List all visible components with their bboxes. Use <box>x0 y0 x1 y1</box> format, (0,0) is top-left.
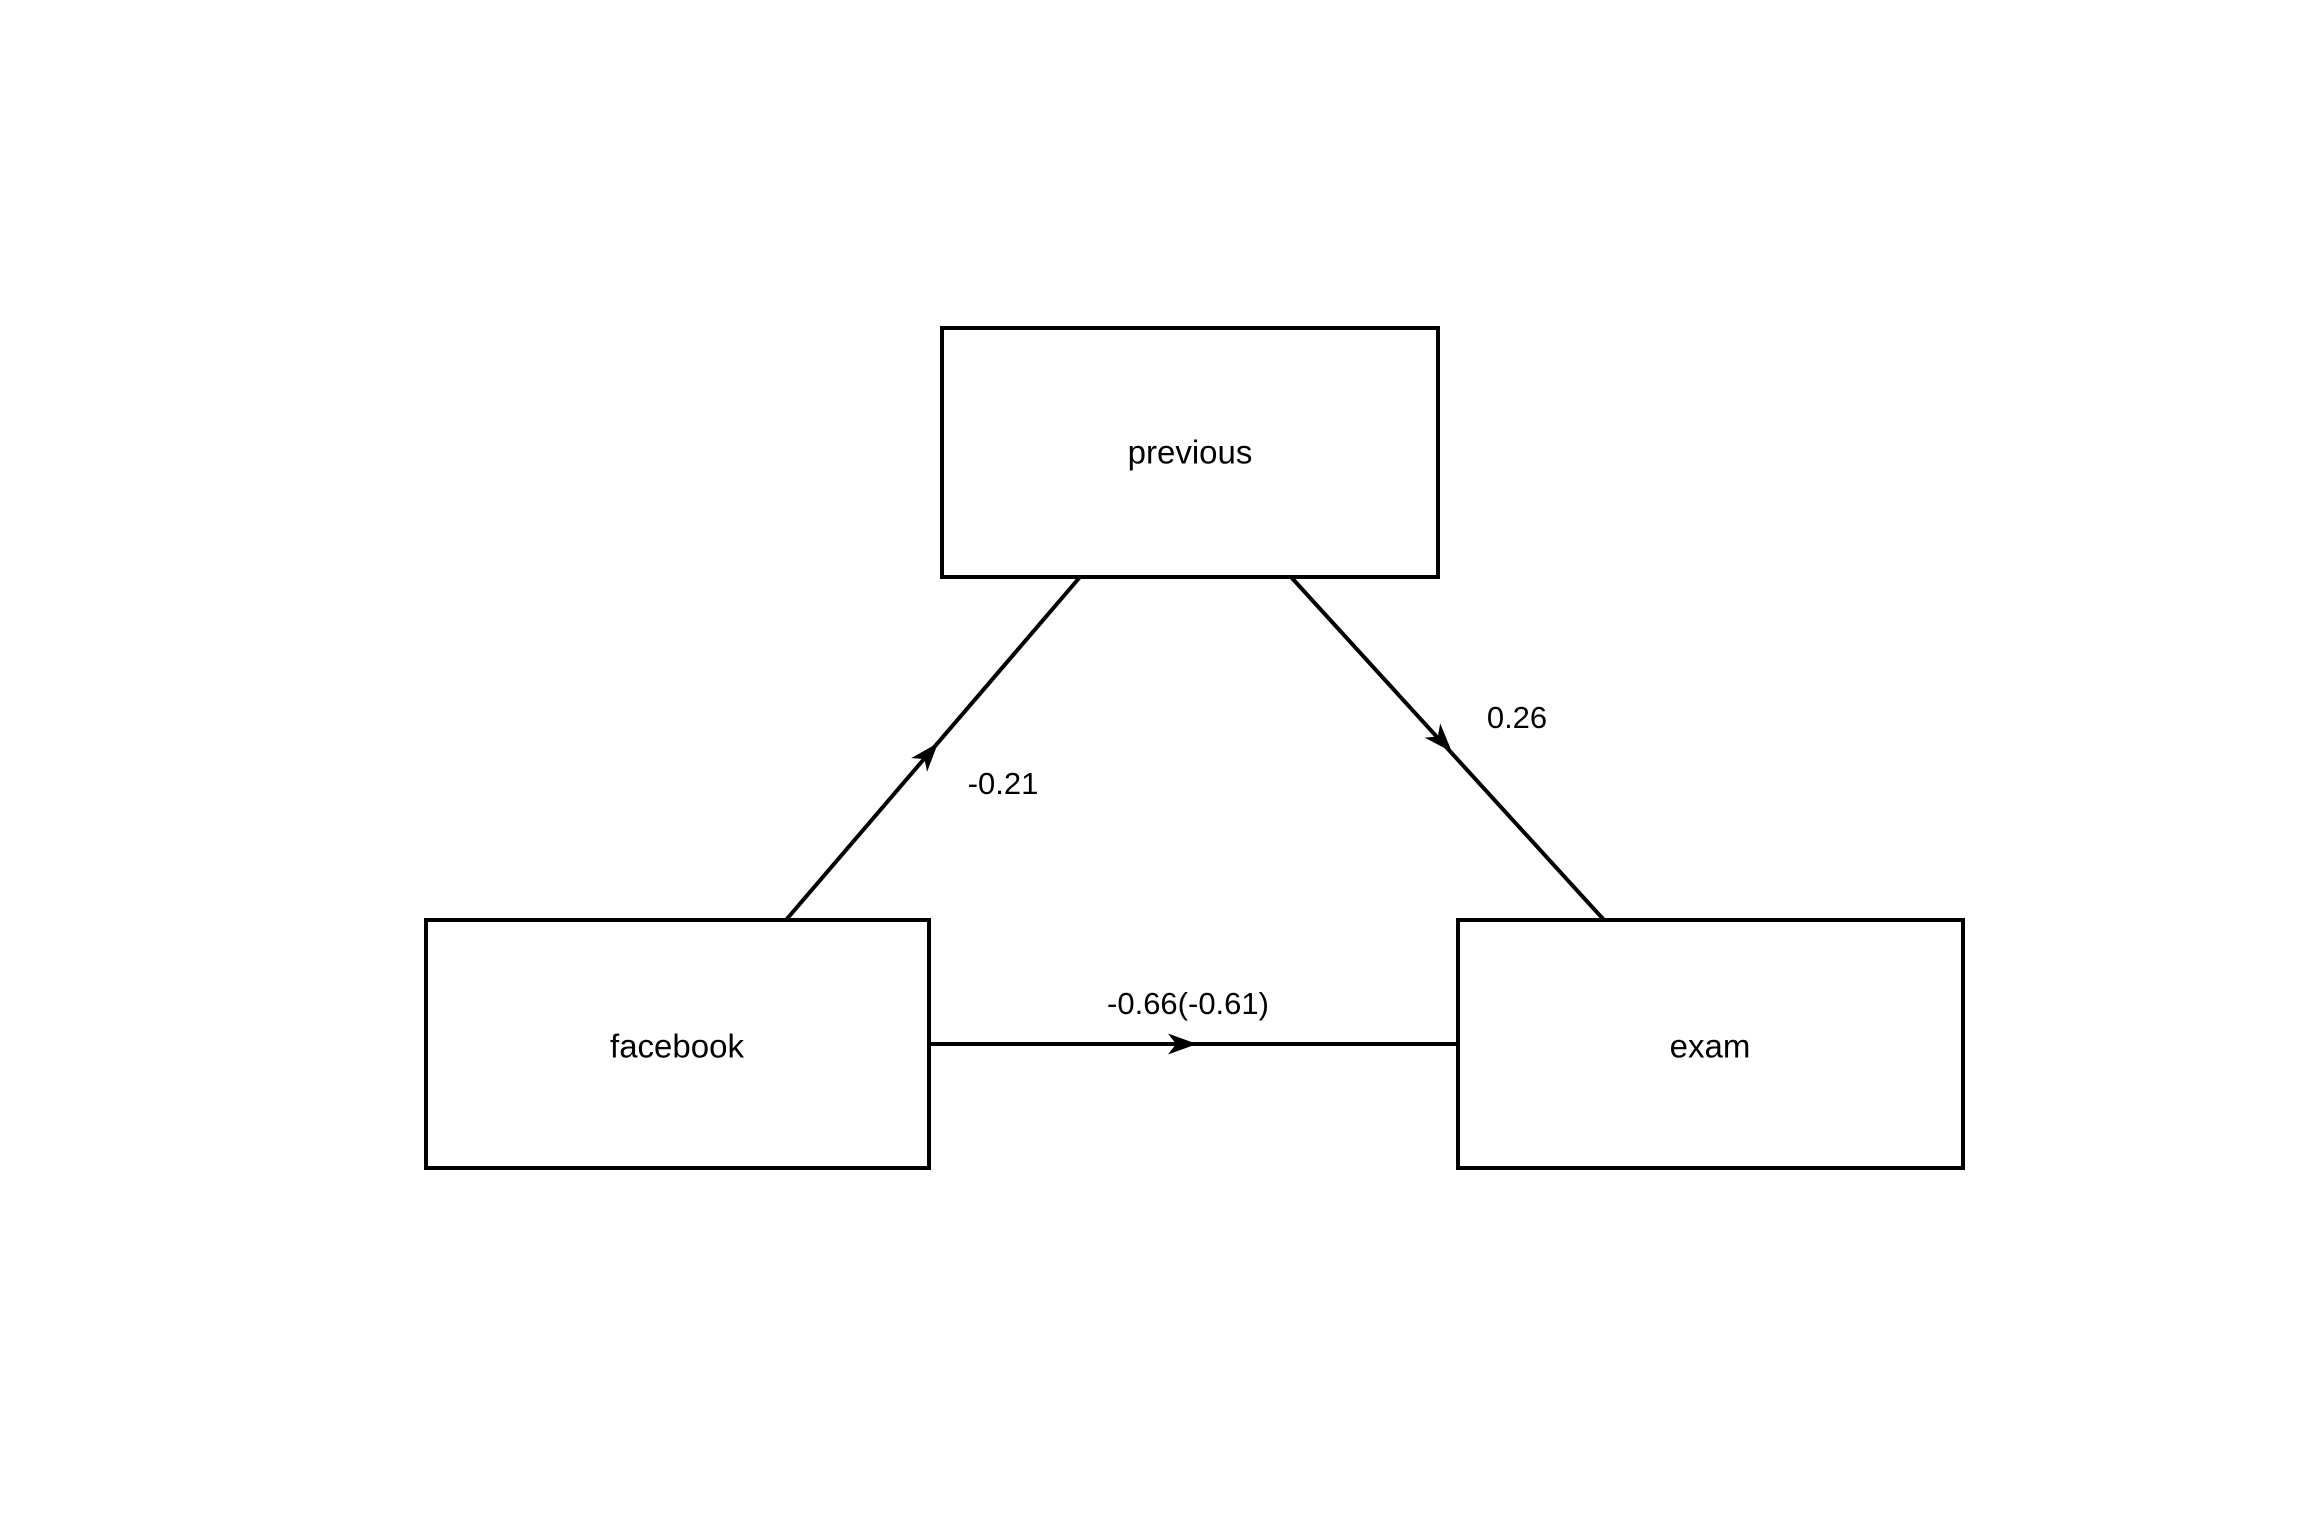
edge-previous-exam-arrowhead <box>1424 723 1452 752</box>
edge-facebook-previous-arrowhead <box>911 743 938 772</box>
edge-facebook-exam-arrowhead <box>1168 1033 1197 1055</box>
edge-facebook-exam-label: -0.66(-0.61) <box>1107 986 1269 1021</box>
node-previous-label: previous <box>1128 434 1253 471</box>
node-exam-box <box>1456 918 1965 1170</box>
edge-facebook-previous-label: -0.21 <box>968 766 1039 801</box>
edge-previous-exam-label: 0.26 <box>1487 700 1547 735</box>
node-exam-label: exam <box>1670 1028 1751 1065</box>
node-previous-box <box>940 326 1440 579</box>
node-facebook-box <box>424 918 931 1170</box>
node-facebook-label: facebook <box>610 1028 744 1065</box>
